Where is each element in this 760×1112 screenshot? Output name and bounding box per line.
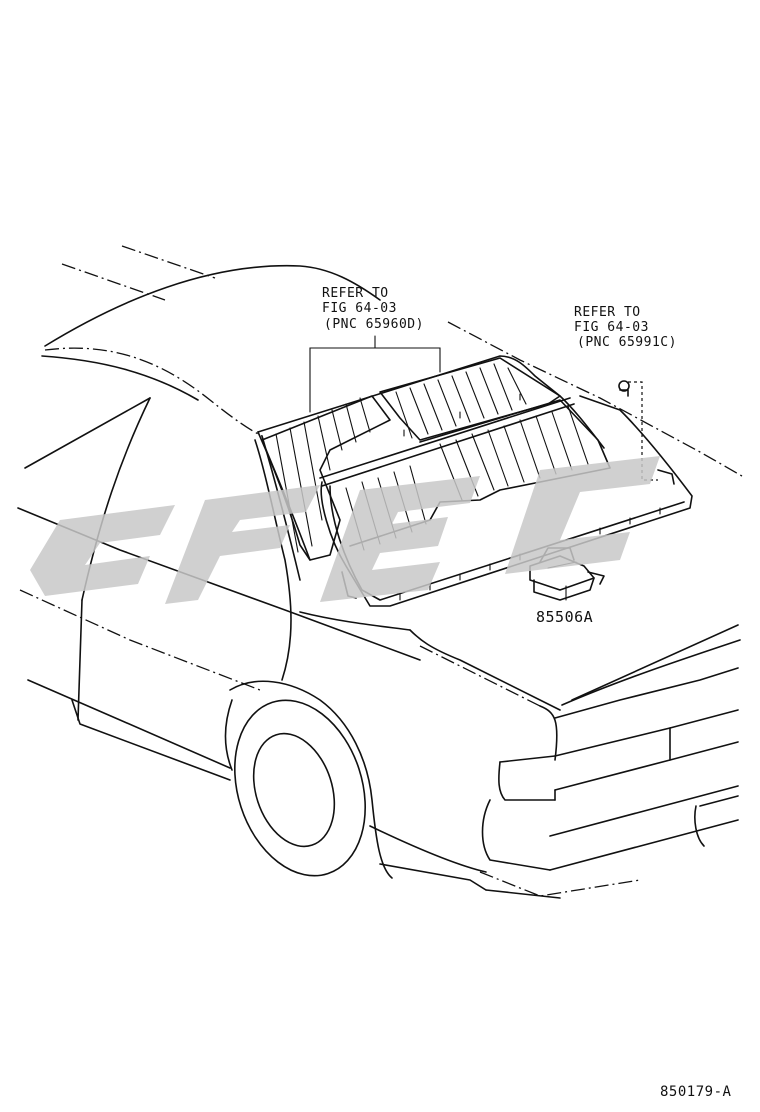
callout-right-line2: FIG 64-03 bbox=[574, 320, 649, 335]
part-number-85506a: 85506A bbox=[536, 608, 593, 626]
callout-right-line1: REFER TO bbox=[574, 305, 641, 320]
figure-id: 850179-A bbox=[660, 1084, 732, 1100]
callout-left: REFER TO FIG 64-03 (PNC 65960D) bbox=[322, 286, 424, 332]
car-body bbox=[17, 245, 743, 899]
callout-left-line3: (PNC 65960D) bbox=[324, 317, 424, 332]
callout-left-line2: FIG 64-03 bbox=[322, 301, 397, 316]
callout-right-line3: (PNC 65991C) bbox=[577, 335, 677, 350]
callout-left-line1: REFER TO bbox=[322, 286, 389, 301]
clip-part bbox=[618, 380, 675, 485]
watermark bbox=[30, 456, 660, 604]
callout-right: REFER TO FIG 64-03 (PNC 65991C) bbox=[574, 305, 677, 350]
